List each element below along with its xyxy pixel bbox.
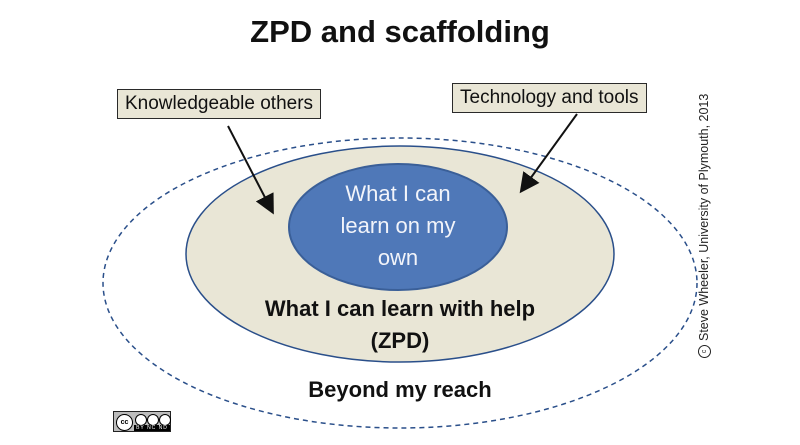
right-arrow (519, 113, 578, 194)
copyright-icon: c (698, 345, 712, 358)
zpd-region-label: What I can learn with help (ZPD) (220, 293, 580, 357)
beyond-reach-label: Beyond my reach (308, 377, 492, 402)
cc-icon: cc (116, 414, 133, 431)
page-title: ZPD and scaffolding (250, 14, 550, 49)
callout-knowledgeable-others: Knowledgeable others (117, 89, 322, 119)
inner-region-label: What I can learn on my own (300, 178, 496, 274)
inner-label-line: learn on my (340, 213, 456, 238)
credit-text: Steve Wheeler, University of Plymouth, 2… (697, 93, 711, 341)
license-label: BY NC ND (134, 425, 170, 431)
callout-technology-tools: Technology and tools (452, 83, 647, 113)
learn-alone-ellipse (288, 163, 508, 291)
inner-label-line: What I can (345, 181, 451, 206)
author-credit: c Steve Wheeler, University of Plymouth, … (697, 94, 715, 358)
cc-license-badge: cc BY NC ND (113, 411, 171, 432)
left-arrow (227, 125, 274, 215)
zpd-label-line: What I can learn with help (264, 296, 536, 321)
beyond-reach-ellipse (102, 137, 698, 429)
zpd-label-line: (ZPD) (370, 328, 430, 353)
inner-label-line: own (377, 245, 419, 270)
